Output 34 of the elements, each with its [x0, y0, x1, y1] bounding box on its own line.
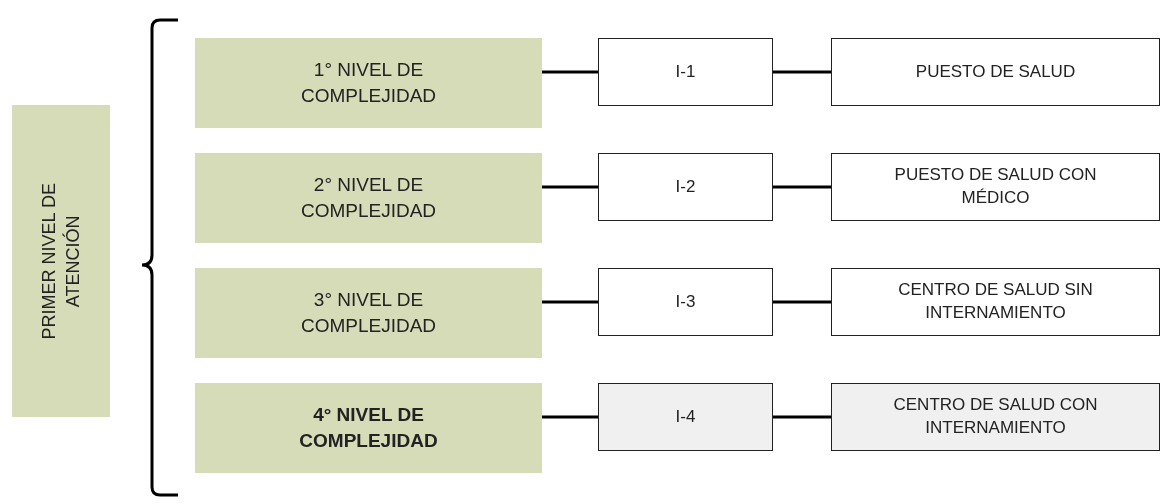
level-box: [195, 38, 542, 128]
box-label: 2° NIVEL DE COMPLEJIDAD: [299, 173, 438, 223]
code-box: [598, 268, 773, 336]
box-label: PUESTO DE SALUD: [915, 60, 1076, 83]
code-box: [598, 38, 773, 106]
code-box: [598, 153, 773, 221]
category-label: PRIMER NIVEL DE ATENCIÓN: [37, 181, 84, 342]
box-label: I-3: [675, 290, 696, 313]
level-box: [195, 268, 542, 358]
connector-line: [542, 70, 598, 74]
box-label: I-4: [675, 405, 696, 428]
connector-line: [773, 70, 831, 74]
box-label: CENTRO DE SALUD CON INTERNAMIENTO: [892, 394, 1099, 439]
box-label: 4° NIVEL DE COMPLEJIDAD: [298, 403, 439, 453]
level-box: [195, 383, 542, 473]
code-box: [831, 383, 1160, 451]
connector-line: [773, 300, 831, 304]
box-label: CENTRO DE SALUD SIN INTERNAMIENTO: [897, 279, 1094, 324]
category-box: [12, 105, 110, 417]
code-box: [598, 383, 773, 451]
connector-line: [773, 415, 831, 419]
connector-line: [542, 415, 598, 419]
box-label: PUESTO DE SALUD CON MÉDICO: [893, 164, 1098, 209]
connector-line: [542, 300, 598, 304]
box-label: 1° NIVEL DE COMPLEJIDAD: [299, 58, 438, 108]
box-label: I-1: [675, 60, 696, 83]
code-box: [831, 268, 1160, 336]
box-label: I-2: [675, 175, 696, 198]
box-label: 3° NIVEL DE COMPLEJIDAD: [299, 288, 438, 338]
code-box: [831, 153, 1160, 221]
code-box: [831, 38, 1160, 106]
connector-line: [773, 185, 831, 189]
level-box: [195, 153, 542, 243]
connector-line: [542, 185, 598, 189]
